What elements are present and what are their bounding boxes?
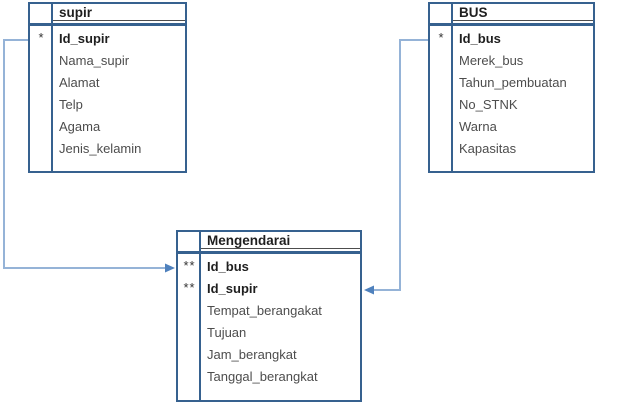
field-name: Id_supir <box>207 280 258 296</box>
field-name: Tempat_berangakat <box>207 302 322 318</box>
field-row[interactable]: Tahun_pembuatan <box>430 71 593 93</box>
header-corner-cell <box>30 4 53 23</box>
field-name: Jam_berangkat <box>207 346 297 362</box>
field-name: Telp <box>59 96 83 112</box>
field-name: Alamat <box>59 74 100 90</box>
marker-column-divider <box>451 4 453 171</box>
field-row[interactable]: Nama_supir <box>30 49 185 71</box>
connector-arrowhead-icon <box>364 285 374 295</box>
table-body: * Id_supir Nama_supir Alamat Telp <box>30 26 185 159</box>
field-row[interactable]: Alamat <box>30 71 185 93</box>
field-name: Tahun_pembuatan <box>459 74 567 90</box>
field-row[interactable]: * Id_bus <box>430 27 593 49</box>
field-row[interactable]: ** Id_bus <box>178 255 360 277</box>
table-title-cell: supir <box>53 4 185 21</box>
connector-arrowhead-icon <box>165 263 175 273</box>
table-body: ** Id_bus ** Id_supir Tempat_berangakat … <box>178 254 360 387</box>
field-name: No_STNK <box>459 96 518 112</box>
field-name: Jenis_kelamin <box>59 140 142 156</box>
table-header: BUS <box>430 4 593 26</box>
field-name: Id_bus <box>207 258 249 274</box>
table-header: Mengendarai <box>178 232 360 254</box>
header-corner-cell <box>178 232 201 251</box>
table-header: supir <box>30 4 185 26</box>
header-corner-cell <box>430 4 453 23</box>
field-row[interactable]: Tujuan <box>178 321 360 343</box>
field-name: Id_supir <box>59 30 110 46</box>
table-title-cell: Mengendarai <box>201 232 360 249</box>
table-mengendarai[interactable]: Mengendarai ** Id_bus ** Id_supir Tempat… <box>176 230 362 402</box>
table-supir[interactable]: supir * Id_supir Nama_supir Alamat <box>28 2 187 173</box>
field-name: Tujuan <box>207 324 247 340</box>
field-name: Nama_supir <box>59 52 130 68</box>
field-row[interactable]: Agama <box>30 115 185 137</box>
table-title: supir <box>59 4 93 20</box>
field-name: Merek_bus <box>459 52 524 68</box>
field-row[interactable]: Tempat_berangakat <box>178 299 360 321</box>
field-name: Agama <box>59 118 101 134</box>
key-marker: * <box>438 30 445 45</box>
field-name: Tanggal_berangkat <box>207 368 318 384</box>
field-row[interactable]: Merek_bus <box>430 49 593 71</box>
field-name: Kapasitas <box>459 140 517 156</box>
field-row[interactable]: Warna <box>430 115 593 137</box>
key-marker: ** <box>183 258 196 273</box>
field-row[interactable]: Telp <box>30 93 185 115</box>
field-row[interactable]: Jenis_kelamin <box>30 137 185 159</box>
table-title: Mengendarai <box>207 232 291 248</box>
field-row[interactable]: Kapasitas <box>430 137 593 159</box>
table-body: * Id_bus Merek_bus Tahun_pembuatan No_ST… <box>430 26 593 159</box>
table-title: BUS <box>459 4 488 20</box>
connector-bus-to-mengendarai[interactable] <box>372 39 428 291</box>
field-row[interactable]: No_STNK <box>430 93 593 115</box>
field-name: Id_bus <box>459 30 501 46</box>
table-bus[interactable]: BUS * Id_bus Merek_bus Tahun_pembuatan <box>428 2 595 173</box>
marker-column-divider <box>51 4 53 171</box>
table-title-cell: BUS <box>453 4 593 21</box>
field-row[interactable]: * Id_supir <box>30 27 185 49</box>
key-marker: ** <box>183 280 196 295</box>
field-row[interactable]: ** Id_supir <box>178 277 360 299</box>
field-row[interactable]: Jam_berangkat <box>178 343 360 365</box>
field-row[interactable]: Tanggal_berangkat <box>178 365 360 387</box>
marker-column-divider <box>199 232 201 400</box>
key-marker: * <box>38 30 45 45</box>
field-name: Warna <box>459 118 497 134</box>
